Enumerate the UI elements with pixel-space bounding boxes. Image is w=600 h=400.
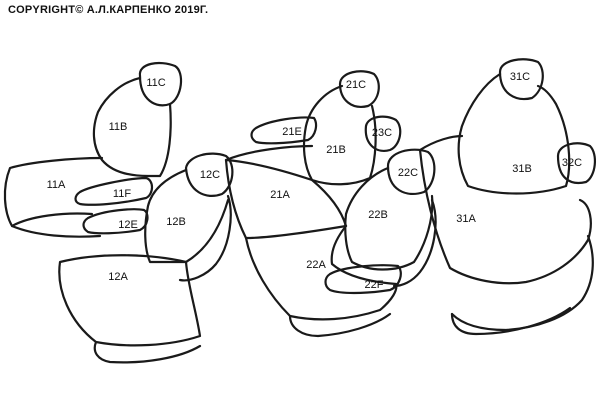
label-22b: 22B [368, 209, 388, 221]
part-labels: 11C 11B 11A 11F 12E 12C 12B 12A 21E 21C … [47, 71, 583, 291]
headrest-21c-shape [338, 70, 380, 108]
label-23c: 23C [372, 127, 392, 139]
cushion-12a-shape [58, 254, 202, 347]
backrest-22b-shape [344, 166, 434, 271]
cushion-31a-front [450, 306, 572, 336]
label-22f: 22F [365, 279, 384, 291]
label-31b: 31B [512, 163, 532, 175]
headrest-22c-shape [386, 148, 436, 195]
label-11f: 11F [113, 188, 131, 200]
backrest-21a-shape [224, 158, 348, 240]
headrest-12c-shape [184, 152, 234, 197]
headrest-11c-shape [138, 61, 183, 107]
armrest-11f-shape [74, 176, 154, 206]
label-11b: 11B [109, 121, 128, 133]
backrest-21b-shape [302, 84, 377, 186]
headrest-23c-shape [364, 115, 402, 152]
backrest-11a-shape [3, 156, 104, 238]
label-12a: 12A [108, 271, 128, 283]
cushion-22a-shape [244, 224, 398, 321]
armrest-21e-shape [250, 116, 318, 145]
backrest-11a-inner [10, 212, 94, 228]
seat-outlines [3, 58, 596, 364]
cushion-31a-shape [418, 148, 592, 285]
label-21a: 21A [270, 189, 290, 201]
label-12e: 12E [118, 219, 138, 231]
cushion-31a-side [450, 234, 594, 332]
label-12c: 12C [200, 169, 220, 181]
backrest-12b-shape [144, 168, 230, 264]
label-12b: 12B [166, 216, 186, 228]
backrest-31b-shape [457, 72, 571, 195]
headrest-32c-shape [556, 142, 596, 185]
backrest-11b-shape [92, 76, 172, 178]
label-21c: 21C [346, 79, 366, 91]
backrest-22b-side [392, 198, 437, 288]
cushion-31a-top [418, 134, 464, 152]
label-21b: 21B [326, 144, 346, 156]
label-32c: 32C [562, 157, 582, 169]
cushion-12a-front [93, 340, 202, 364]
label-22c: 22C [398, 167, 418, 179]
backrest-21a-top [224, 144, 314, 162]
armrest-12e-shape [82, 208, 149, 235]
copyright-notice: COPYRIGHT© А.Л.КАРПЕНКО 2019Г. [8, 4, 209, 16]
label-11c: 11C [146, 77, 165, 89]
label-31c: 31C [510, 71, 530, 83]
label-21e: 21E [282, 126, 302, 138]
cushion-22a-front [288, 312, 392, 338]
armrest-22f-shape [324, 264, 402, 295]
headrest-31c-shape [498, 58, 544, 101]
label-22a: 22A [306, 259, 326, 271]
label-11a: 11A [47, 179, 66, 191]
backrest-12b-side [178, 194, 232, 282]
label-31a: 31A [456, 213, 476, 225]
